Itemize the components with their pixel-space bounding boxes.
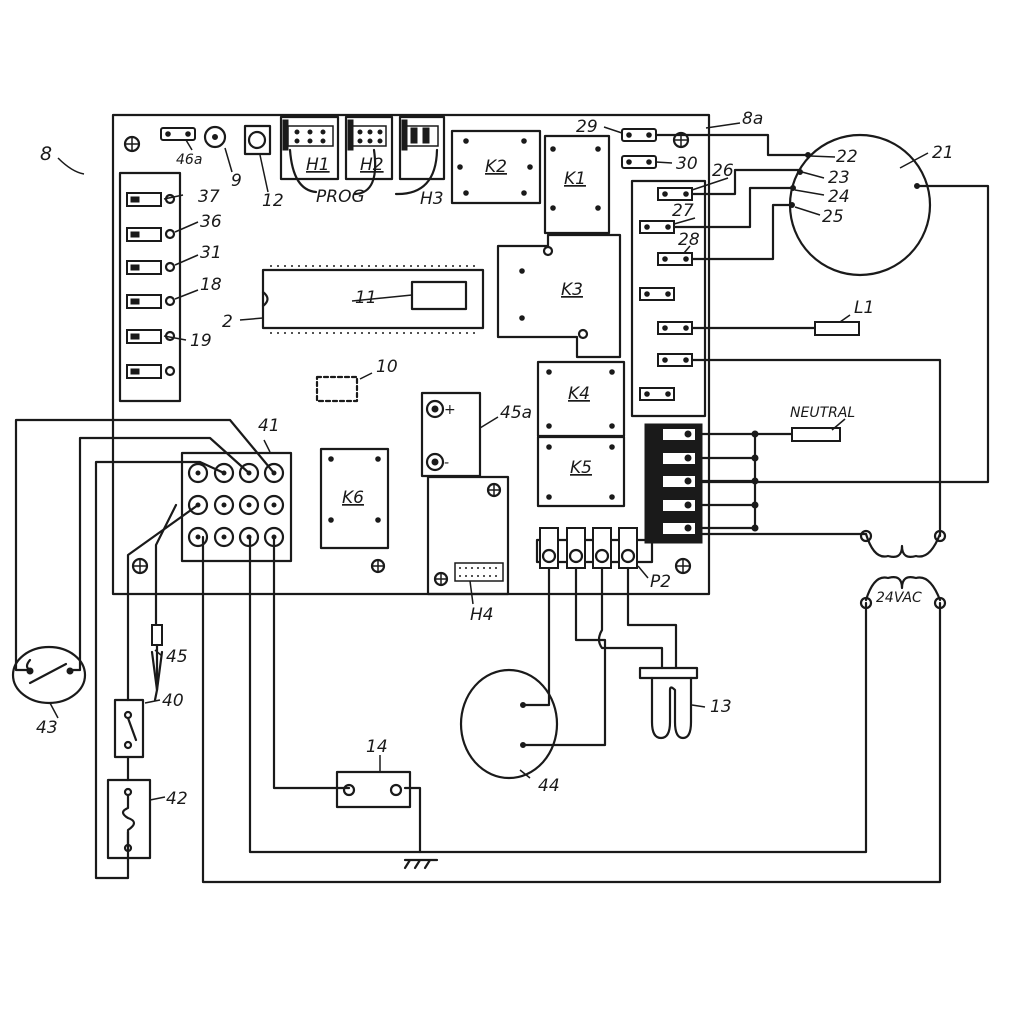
label-19: 19 <box>190 331 212 351</box>
label-l1: L1 <box>854 298 874 318</box>
label-25: 25 <box>822 207 844 227</box>
label-11: 11 <box>355 288 377 308</box>
label-23: 23 <box>828 168 850 188</box>
label-22: 22 <box>836 147 858 167</box>
chip-10 <box>315 375 359 403</box>
led-9 <box>203 125 227 149</box>
label-37: 37 <box>198 187 220 207</box>
header-h4 <box>426 475 510 596</box>
label-k6: K6 <box>342 488 364 508</box>
left-terminal-strip <box>118 171 182 403</box>
label-12: 12 <box>262 191 284 211</box>
label-2: 2 <box>222 312 233 332</box>
label-40: 40 <box>162 691 184 711</box>
relay-k3 <box>496 233 622 359</box>
label-10: 10 <box>376 357 398 377</box>
label-30: 30 <box>676 154 698 174</box>
label-42: 42 <box>166 789 188 809</box>
label-prog: PROG <box>316 187 365 207</box>
connector-p2 <box>535 527 654 569</box>
relay-k2 <box>450 129 542 205</box>
label-18: 18 <box>200 275 222 295</box>
label-k3: K3 <box>561 280 583 300</box>
label-h4: H4 <box>470 605 494 625</box>
fuse-42 <box>106 778 152 860</box>
label-24: 24 <box>828 187 850 207</box>
relay-k6 <box>319 447 390 550</box>
switch-12 <box>243 124 272 156</box>
leader-lines <box>49 122 929 801</box>
jumper-30 <box>621 155 657 169</box>
wiring <box>14 133 990 884</box>
inducer-motor-44 <box>459 668 559 780</box>
label-h1: H1 <box>306 155 330 175</box>
label-cap-plus: + <box>444 402 456 418</box>
prog-leaders <box>288 148 439 196</box>
hot-surface-igniter-13 <box>638 666 699 740</box>
igniter-14 <box>335 770 412 809</box>
l1-lead <box>814 321 860 336</box>
relay-k1 <box>543 134 611 235</box>
label-31: 31 <box>200 243 222 263</box>
junction-dots <box>751 430 947 610</box>
label-24vac: 24VAC <box>876 590 922 606</box>
jumper-29 <box>621 128 657 142</box>
label-k4: K4 <box>568 384 590 404</box>
label-29: 29 <box>576 117 598 137</box>
neutral-terminal-block <box>644 423 703 544</box>
ground-symbol <box>403 858 439 870</box>
switch-40 <box>113 698 145 759</box>
label-h3: H3 <box>420 189 444 209</box>
label-board: 8a <box>742 109 763 129</box>
label-neutral: NEUTRAL <box>790 405 855 421</box>
header-h1 <box>279 115 340 181</box>
label-k5: K5 <box>570 458 592 478</box>
label-36: 36 <box>200 212 222 232</box>
label-fig: 8 <box>40 143 52 165</box>
label-13: 13 <box>710 697 732 717</box>
label-44: 44 <box>538 776 560 796</box>
label-cap-minus: - <box>444 455 449 471</box>
label-26: 26 <box>712 161 734 181</box>
label-43: 43 <box>36 718 58 738</box>
flame-probe-45 <box>150 624 164 702</box>
label-45: 45 <box>166 647 188 667</box>
label-21: 21 <box>932 143 954 163</box>
label-9: 9 <box>231 171 242 191</box>
header-h2 <box>344 115 394 181</box>
header-h3 <box>398 115 446 181</box>
label-46a: 46a <box>176 152 202 168</box>
label-45a: 45a <box>500 403 532 423</box>
sensor-43 <box>11 645 87 705</box>
neutral-lead <box>791 427 841 442</box>
label-k1: K1 <box>564 169 586 189</box>
label-28: 28 <box>678 230 700 250</box>
label-h2: H2 <box>360 155 384 175</box>
right-terminal-column <box>630 179 707 418</box>
label-p2: P2 <box>650 572 671 592</box>
control-board <box>111 113 711 596</box>
label-14: 14 <box>366 737 388 757</box>
mount-holes <box>131 131 692 587</box>
label-k2: K2 <box>485 157 507 177</box>
label-41: 41 <box>258 416 280 436</box>
jumper-46a <box>160 127 196 141</box>
relay-k5 <box>536 435 626 508</box>
label-27: 27 <box>672 201 694 221</box>
